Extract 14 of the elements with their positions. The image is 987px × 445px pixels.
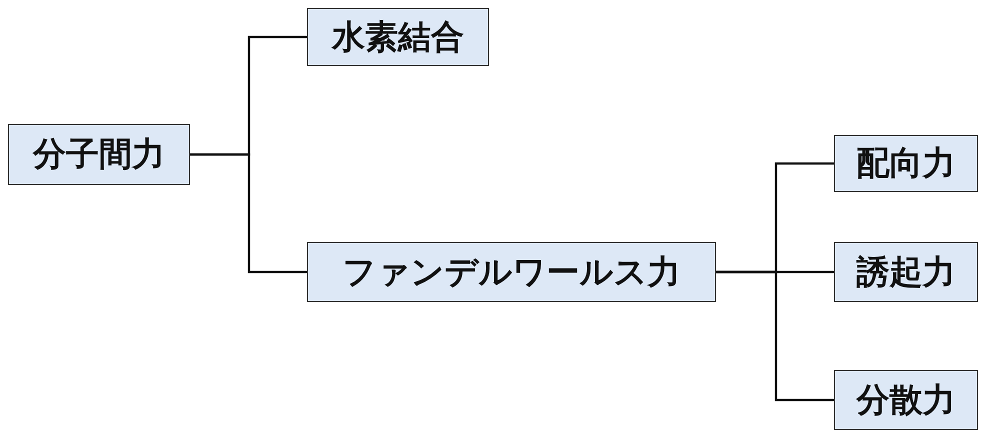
tree-connector: [190, 153, 307, 274]
term-label: ファンデルワールス力: [342, 250, 680, 292]
term-box: [834, 370, 978, 430]
term-label: 分子間力: [33, 133, 165, 175]
term-label: 水素結合: [332, 16, 464, 58]
term-box: [834, 135, 978, 192]
term-box: [307, 8, 489, 66]
term-box: [834, 242, 978, 302]
term-label: 分散力: [856, 378, 956, 420]
term-box: [8, 124, 190, 185]
term-label: 誘起力: [856, 250, 956, 292]
term-box: [307, 242, 716, 302]
tree-connector: [716, 270, 834, 402]
term-label: 配向力: [856, 142, 956, 184]
